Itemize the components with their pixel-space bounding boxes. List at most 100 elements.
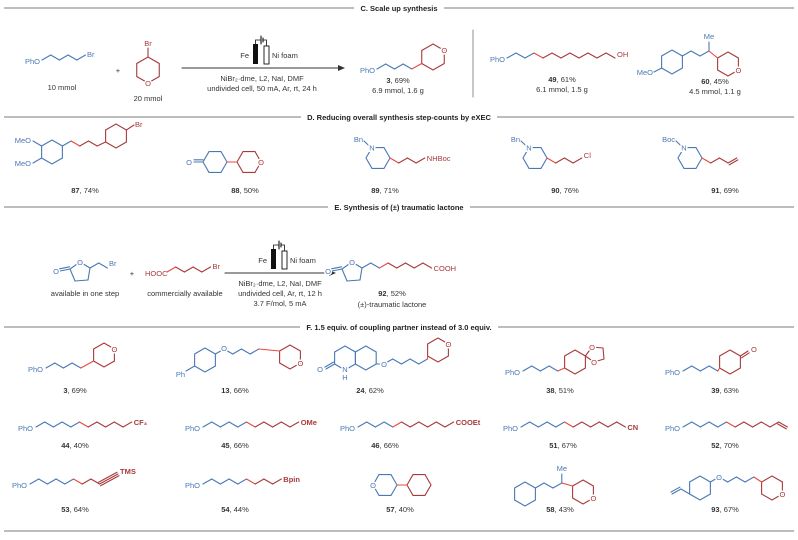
atom-label: O (779, 490, 785, 499)
bond (32, 157, 43, 164)
atom-label: PhO (185, 481, 200, 490)
ring (194, 347, 216, 373)
chain-bond (249, 348, 260, 355)
cathode-label: Ni foam (272, 51, 298, 60)
atom-label: MeO (15, 159, 31, 168)
atom-label: COOH (434, 264, 457, 273)
compound-yield: , 43% (555, 505, 575, 514)
ring (661, 49, 683, 75)
chain-bond (237, 421, 248, 428)
divider (4, 7, 355, 9)
compound-yield: , 52% (387, 289, 407, 298)
atom-label: Bn (511, 135, 520, 144)
chain-bond (50, 54, 60, 61)
double-bond (741, 352, 750, 359)
atom-label: O (716, 473, 722, 482)
chain-bond (366, 421, 376, 428)
atom-label: Ph (176, 370, 185, 379)
chain-bond (389, 157, 400, 164)
atom-label: O (145, 79, 151, 88)
chain-bond (263, 421, 274, 428)
chain-bond (551, 52, 562, 59)
ring (689, 475, 711, 501)
chain-bond (691, 365, 701, 372)
chain-bond (272, 421, 282, 428)
bond (602, 347, 605, 360)
chain-bond (752, 421, 762, 428)
divider (443, 7, 794, 9)
chain-bond (718, 476, 729, 483)
compound-number: 3 (63, 386, 67, 395)
chain-bond (113, 421, 124, 428)
chain-bond (387, 262, 398, 269)
chain-bond (378, 262, 389, 269)
chain-bond (699, 50, 710, 57)
chain-bond (587, 52, 598, 59)
ring (677, 147, 703, 169)
atom-label: Cl (584, 151, 591, 160)
chain-bond (699, 365, 710, 372)
atom-label: PhO (665, 368, 680, 377)
chain-bond (596, 52, 607, 59)
chain-bond (289, 421, 300, 428)
atom-label: PhO (18, 424, 33, 433)
chain-bond (46, 478, 57, 485)
chain-bond (38, 478, 48, 485)
triple-bond (100, 475, 120, 487)
chain-bond (245, 478, 256, 485)
ring (372, 474, 398, 496)
chain-bond (64, 478, 75, 485)
atom-label: HOOC (145, 269, 168, 278)
ring (406, 474, 432, 496)
triple-bond (98, 471, 118, 483)
chain-bond (228, 478, 239, 485)
compound-label: 24, 62% (356, 386, 384, 395)
double-bond (778, 421, 788, 428)
section-c-header: C. Scale up synthesis (4, 3, 794, 13)
atom-label: Me (704, 32, 714, 41)
ring (365, 147, 391, 169)
chain-bond (62, 362, 73, 369)
compound-yield: , 64% (70, 505, 90, 514)
chain-bond (744, 476, 755, 483)
atom-label: O (735, 66, 741, 75)
compound-label: 87, 74% (71, 186, 99, 195)
compound-label: 44, 40% (61, 441, 89, 450)
compound-yield: , 69% (720, 186, 740, 195)
compound-number: 49 (548, 75, 556, 84)
chain-bond (219, 478, 230, 485)
atom-label: O (349, 258, 355, 267)
compound-label: 91, 69% (711, 186, 739, 195)
note-text: available in one step (51, 289, 119, 298)
atom-label: O (591, 358, 597, 367)
atom-label: CN (627, 423, 638, 432)
atom-label: CF₃ (134, 418, 148, 427)
chain-bond (605, 52, 616, 59)
compound-number: 46 (371, 441, 379, 450)
atom-label: TMS (120, 467, 136, 476)
ring (41, 139, 63, 165)
compound-number: 93 (711, 505, 719, 514)
atom-label: OMe (301, 418, 317, 427)
chain-bond (72, 478, 83, 485)
compound-yield: , 71% (380, 186, 400, 195)
compound-label: 54, 44% (221, 505, 249, 514)
chain-bond (727, 476, 737, 483)
bond (411, 62, 423, 70)
chain-bond (183, 266, 194, 273)
chain-bond (522, 365, 533, 372)
chain-bond (44, 421, 54, 428)
anode-label: Fe (258, 256, 267, 265)
chain-bond (710, 157, 720, 164)
chain-bond (90, 478, 101, 485)
compound-label: 90, 76% (551, 186, 579, 195)
compound-number: 88 (231, 186, 239, 195)
chain-bond (682, 421, 693, 428)
compound-label: 53, 64% (61, 505, 89, 514)
chain-bond (361, 262, 372, 269)
fe-anode-icon (271, 249, 276, 269)
bond (87, 267, 91, 281)
atom-label: O (590, 494, 596, 503)
chain-bond (122, 421, 133, 428)
